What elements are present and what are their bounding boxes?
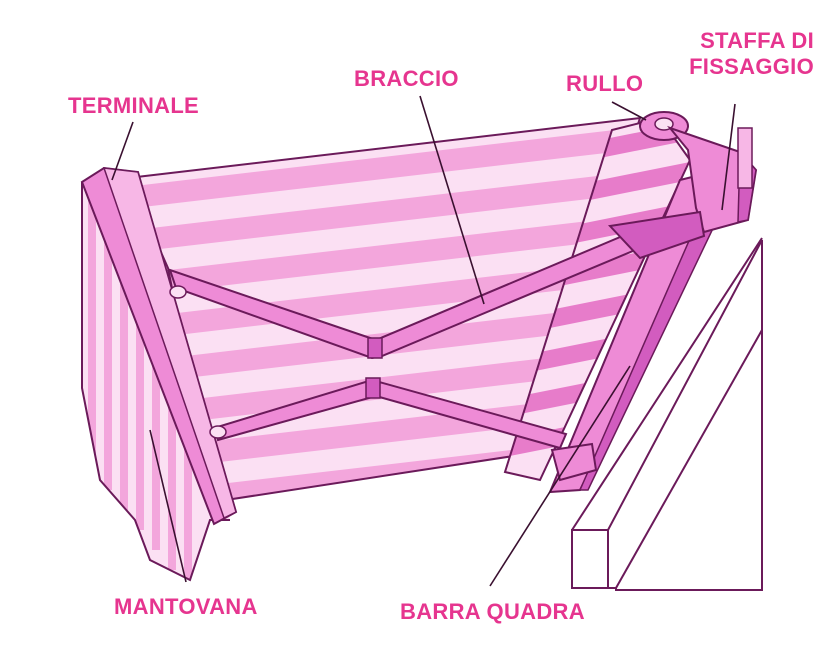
arms — [168, 210, 706, 450]
label-barra-quadra: BARRA QUADRA — [400, 599, 585, 624]
leader-rullo — [611, 101, 647, 121]
front-bar — [80, 166, 238, 526]
label-terminale: TERMINALE — [68, 93, 200, 118]
leader-mantovana — [149, 429, 187, 583]
label-braccio: BRACCIO — [354, 66, 459, 91]
label-mantovana: MANTOVANA — [114, 594, 258, 619]
label-rullo: RULLO — [566, 71, 644, 96]
leader-terminale — [111, 121, 134, 181]
leader-braccio — [419, 95, 485, 305]
label-staffa-di-fissaggio: STAFFA DI FISSAGGIO — [664, 28, 814, 80]
leader-barra — [489, 365, 631, 587]
leader-lines — [111, 95, 736, 587]
label-staffa-line2: FISSAGGIO — [689, 54, 814, 79]
label-staffa-line1: STAFFA DI — [700, 28, 814, 53]
wall — [571, 237, 763, 591]
leader-staffa — [721, 103, 736, 211]
